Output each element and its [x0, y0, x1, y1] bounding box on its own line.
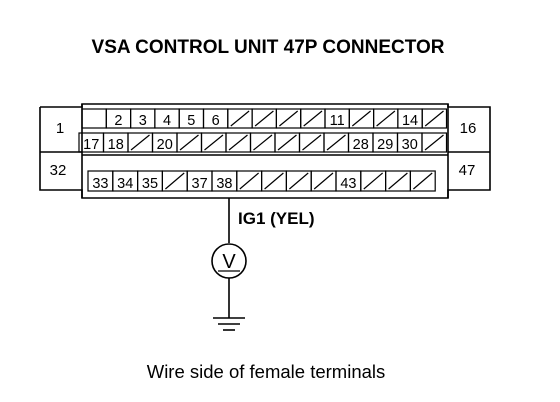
diagram-title: VSA CONTROL UNIT 47P CONNECTOR: [92, 37, 445, 58]
row-1-cavity: 11: [324, 108, 350, 129]
row-2-cavity: 20: [151, 132, 178, 153]
row-3-cavity: [360, 170, 387, 192]
row-1-cavity: 5: [178, 108, 205, 129]
pin-label-30: 30: [402, 137, 418, 153]
pin-label-18: 18: [108, 137, 124, 153]
row-3-cavity: [261, 170, 288, 192]
row-3-cavity: [161, 170, 188, 192]
pin-label-4: 4: [163, 113, 171, 129]
row-1-cavity: 2: [105, 108, 132, 129]
row-1-cavity: 4: [154, 108, 180, 129]
row-1-cavity: [251, 108, 278, 129]
row-1-cavity: 6: [202, 108, 229, 129]
row-2-cavity: 30: [396, 132, 423, 153]
pin-label-14: 14: [402, 113, 418, 129]
row-2-cavity: [323, 132, 350, 153]
pin-label-35: 35: [142, 176, 158, 192]
pin-label-37: 37: [192, 176, 208, 192]
row-2-cavity: [127, 132, 154, 153]
row-2-cavity: [298, 132, 325, 153]
row-2-cavity: 18: [102, 132, 129, 153]
row-3-cavity: 38: [211, 170, 238, 192]
row-1-cavity: [275, 108, 302, 129]
row-3-cavity: [385, 170, 412, 192]
row-2-cavity: 29: [372, 132, 399, 153]
pin-label-47: 47: [459, 162, 476, 179]
pin-label-38: 38: [216, 176, 232, 192]
row-2-cavity: 28: [347, 132, 374, 153]
row-1-cavity: 3: [130, 108, 156, 129]
cavity-row-3: 33 34 35 37 38 43: [87, 170, 436, 192]
row-2-cavity: [274, 132, 301, 153]
pin-label-2: 2: [114, 113, 122, 129]
row-3-cavity: [310, 170, 337, 192]
pin-label-3: 3: [139, 113, 147, 129]
pin-label-28: 28: [353, 137, 369, 153]
row-3-cavity: 43: [335, 170, 362, 192]
pin-label-29: 29: [377, 137, 393, 153]
pin-label-17: 17: [83, 137, 99, 153]
row-3-cavity: 34: [112, 170, 139, 192]
row-2-cavity: [249, 132, 276, 153]
cavity-row-2: 17 18 20 28 29 30: [78, 132, 448, 153]
row-3-cavity: [409, 170, 436, 192]
pin-label-34: 34: [117, 176, 133, 192]
row-3-cavity: 33: [87, 170, 114, 192]
caption: Wire side of female terminals: [147, 361, 386, 382]
ground-icon: [213, 317, 245, 331]
voltmeter-icon: V: [211, 243, 247, 279]
voltmeter-symbol: V: [222, 251, 236, 273]
row-3-cavity: [285, 170, 312, 192]
row-2-cavity: [225, 132, 252, 153]
row-2-cavity: [176, 132, 203, 153]
pin-label-1: 1: [56, 120, 64, 137]
row-1-cavity: [348, 108, 375, 129]
pin-label-32: 32: [50, 162, 67, 179]
pin-label-16: 16: [460, 120, 477, 137]
row-1-cavity: [373, 108, 399, 129]
pin-label-11: 11: [330, 113, 345, 129]
row-1-cavity: [421, 108, 448, 129]
row-1-cavity: [227, 108, 253, 129]
row-3-cavity: 35: [137, 170, 164, 192]
row-3-cavity: 37: [186, 170, 213, 192]
row-3-cavity: [236, 170, 263, 192]
row-1-cavity: [81, 108, 107, 129]
pin-label-20: 20: [157, 137, 173, 153]
row-2-cavity: [421, 132, 448, 153]
pin-label-33: 33: [92, 176, 108, 192]
pin-label-6: 6: [212, 113, 220, 129]
row-1-cavity: 14: [397, 108, 423, 129]
row-2-cavity: [200, 132, 227, 153]
pin-label-43: 43: [340, 176, 356, 192]
wire-label: IG1 (YEL): [238, 209, 315, 228]
row-1-cavity: [300, 108, 326, 129]
pin-label-5: 5: [187, 113, 195, 129]
